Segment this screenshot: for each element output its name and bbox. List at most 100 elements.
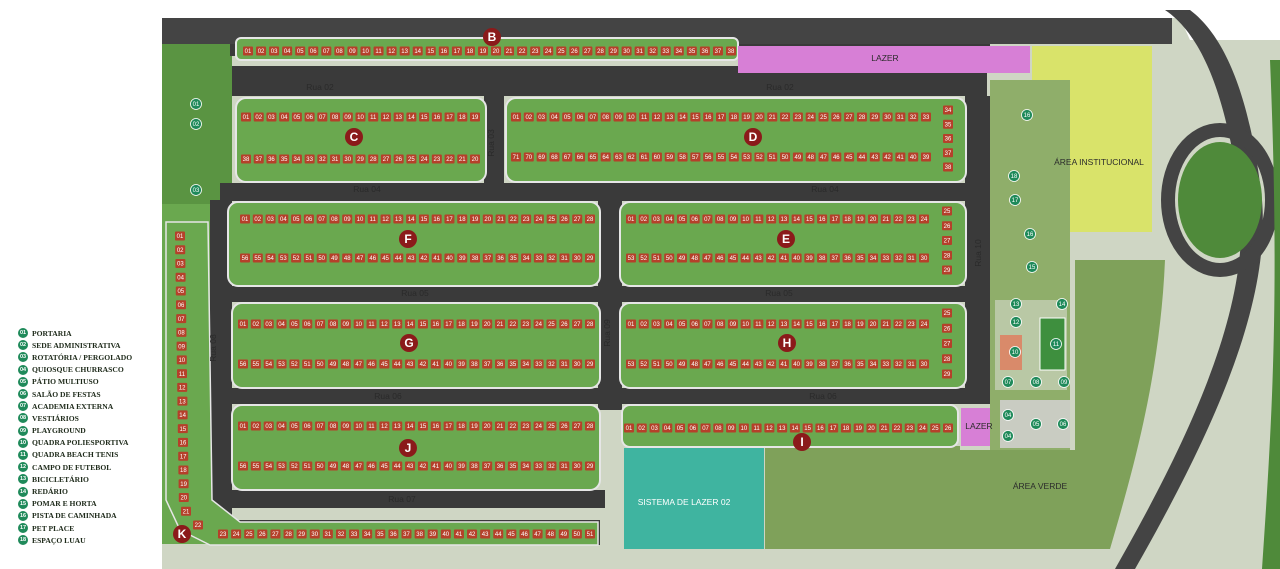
lot-marker[interactable]: 29 [608, 46, 619, 56]
lot-marker[interactable]: 63 [613, 152, 624, 162]
block-marker-c[interactable]: C [345, 128, 363, 146]
facility-marker[interactable]: 16 [1024, 228, 1036, 240]
lot-marker[interactable]: 19 [477, 46, 488, 56]
lot-marker[interactable]: 60 [651, 152, 662, 162]
lot-marker[interactable]: 17 [178, 451, 189, 461]
lot-marker[interactable]: 27 [572, 214, 583, 224]
lot-marker[interactable]: 22 [508, 214, 519, 224]
lot-marker[interactable]: 59 [664, 152, 675, 162]
lot-marker[interactable]: 39 [427, 529, 438, 539]
lot-marker[interactable]: 37 [482, 253, 493, 263]
lot-marker[interactable]: 20 [754, 112, 765, 122]
lot-marker[interactable]: 05 [676, 214, 687, 224]
lot-marker[interactable]: 64 [600, 152, 611, 162]
lot-marker[interactable]: 02 [253, 112, 264, 122]
lot-marker[interactable]: 37 [712, 46, 723, 56]
facility-marker[interactable]: 17 [1009, 194, 1021, 206]
lot-marker[interactable]: 26 [942, 221, 952, 231]
lot-marker[interactable]: 54 [263, 461, 274, 471]
lot-marker[interactable]: 26 [831, 112, 842, 122]
lot-marker[interactable]: 42 [418, 253, 429, 263]
lot-marker[interactable]: 41 [778, 253, 789, 263]
facility-marker[interactable]: 10 [1009, 346, 1021, 358]
lot-marker[interactable]: 35 [855, 359, 866, 369]
lot-marker[interactable]: 16 [430, 421, 441, 431]
lot-marker[interactable]: 01 [238, 319, 248, 329]
lot-marker[interactable]: 32 [317, 154, 328, 164]
lot-marker[interactable]: 17 [443, 319, 454, 329]
lot-marker[interactable]: 34 [673, 46, 684, 56]
lot-marker[interactable]: 45 [506, 529, 517, 539]
facility-marker[interactable]: 04 [1002, 409, 1014, 421]
lot-marker[interactable]: 38 [817, 253, 828, 263]
lot-marker[interactable]: 03 [263, 421, 274, 431]
lot-marker[interactable]: 17 [444, 112, 455, 122]
lot-marker[interactable]: 31 [559, 461, 570, 471]
lot-marker[interactable]: 28 [595, 46, 606, 56]
block-marker-b[interactable]: B [483, 28, 501, 46]
lot-marker[interactable]: 11 [366, 319, 377, 329]
lot-marker[interactable]: 09 [727, 319, 738, 329]
lot-marker[interactable]: 03 [263, 319, 274, 329]
lot-marker[interactable]: 13 [177, 396, 188, 406]
lot-marker[interactable]: 03 [265, 214, 276, 224]
lot-marker[interactable]: 16 [430, 319, 441, 329]
lot-marker[interactable]: 05 [289, 421, 300, 431]
block-marker-e[interactable]: E [777, 230, 795, 248]
lot-marker[interactable]: 01 [241, 112, 251, 122]
lot-marker[interactable]: 02 [252, 214, 263, 224]
lot-marker[interactable]: 38 [469, 461, 480, 471]
lot-marker[interactable]: 47 [818, 152, 829, 162]
lot-marker[interactable]: 32 [546, 359, 557, 369]
lot-marker[interactable]: 29 [942, 265, 952, 275]
lot-marker[interactable]: 33 [304, 154, 315, 164]
lot-marker[interactable]: 30 [342, 154, 353, 164]
lot-marker[interactable]: 41 [895, 152, 906, 162]
lot-marker[interactable]: 39 [921, 152, 931, 162]
lot-marker[interactable]: 05 [676, 319, 687, 329]
lot-marker[interactable]: 48 [805, 152, 816, 162]
lot-marker[interactable]: 47 [355, 253, 365, 263]
lot-marker[interactable]: 20 [482, 421, 493, 431]
lot-marker[interactable]: 29 [585, 253, 595, 263]
lot-marker[interactable]: 19 [470, 214, 480, 224]
lot-marker[interactable]: 14 [406, 112, 417, 122]
lot-marker[interactable]: 22 [780, 112, 791, 122]
lot-marker[interactable]: 07 [702, 319, 713, 329]
lot-marker[interactable]: 32 [335, 529, 346, 539]
lot-marker[interactable]: 17 [451, 46, 462, 56]
lot-marker[interactable]: 24 [533, 214, 544, 224]
lot-marker[interactable]: 20 [178, 492, 189, 502]
lot-marker[interactable]: 26 [569, 46, 580, 56]
lot-marker[interactable]: 48 [342, 253, 353, 263]
lot-marker[interactable]: 04 [664, 214, 675, 224]
facility-marker[interactable]: 01 [190, 98, 202, 110]
lot-marker[interactable]: 21 [495, 421, 506, 431]
lot-marker[interactable]: 25 [546, 421, 557, 431]
lot-marker[interactable]: 42 [417, 359, 428, 369]
facility-marker[interactable]: 05 [1030, 418, 1042, 430]
lot-marker[interactable]: 24 [231, 529, 242, 539]
lot-marker[interactable]: 08 [327, 319, 338, 329]
lot-marker[interactable]: 29 [585, 359, 595, 369]
lot-marker[interactable]: 19 [741, 112, 752, 122]
lot-marker[interactable]: 13 [778, 319, 789, 329]
lot-marker[interactable]: 22 [193, 520, 203, 530]
lot-marker[interactable]: 48 [340, 461, 351, 471]
lot-marker[interactable]: 07 [176, 314, 187, 324]
lot-marker[interactable]: 07 [587, 112, 598, 122]
lot-marker[interactable]: 54 [265, 253, 276, 263]
lot-marker[interactable]: 31 [906, 359, 917, 369]
lot-marker[interactable]: 15 [418, 214, 429, 224]
lot-marker[interactable]: 29 [869, 112, 880, 122]
lot-marker[interactable]: 20 [482, 319, 493, 329]
lot-marker[interactable]: 10 [360, 46, 371, 56]
lot-marker[interactable]: 07 [317, 112, 328, 122]
lot-marker[interactable]: 38 [817, 359, 828, 369]
lot-marker[interactable]: 34 [943, 105, 953, 115]
block-marker-i[interactable]: I [793, 433, 811, 451]
lot-marker[interactable]: 09 [342, 112, 353, 122]
lot-marker[interactable]: 55 [716, 152, 726, 162]
lot-marker[interactable]: 14 [789, 423, 800, 433]
lot-marker[interactable]: 46 [715, 359, 726, 369]
